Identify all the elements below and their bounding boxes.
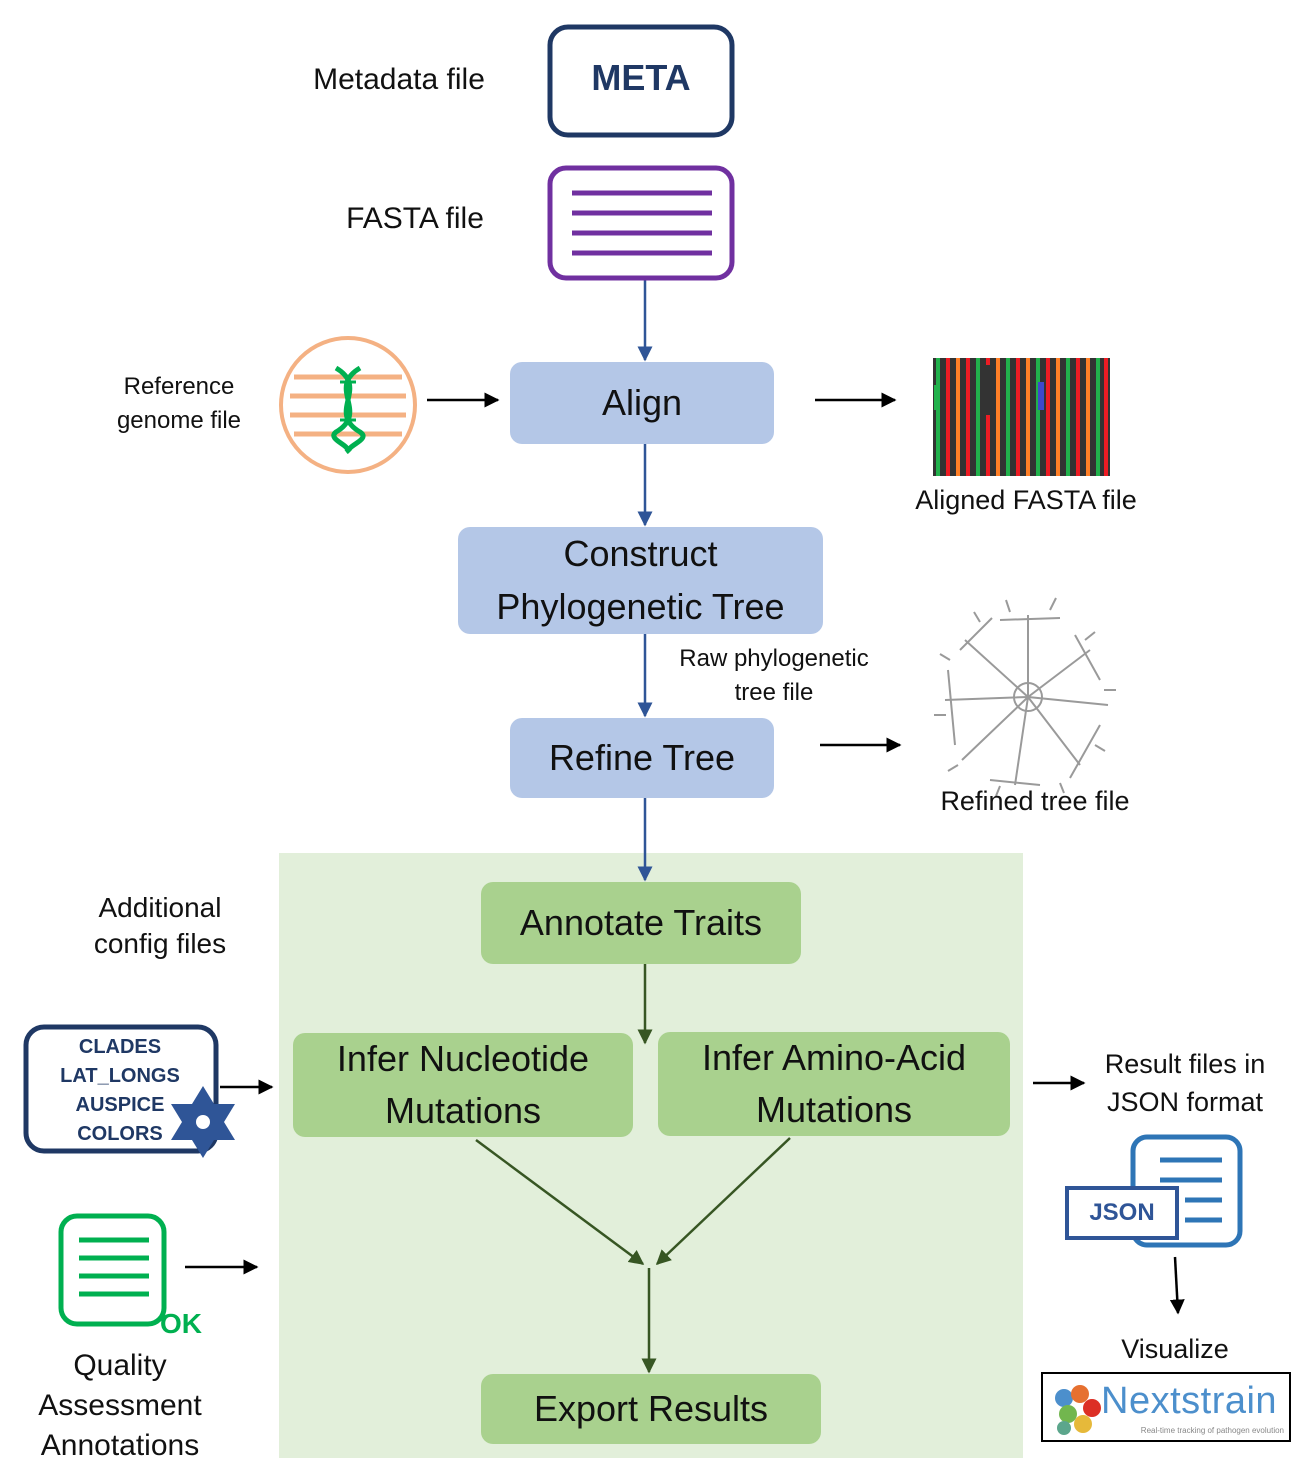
qa-line3: Annotations — [40, 1429, 200, 1462]
meta-file-icon — [547, 24, 735, 138]
additional-config-label: Additional config files — [70, 890, 250, 963]
reference-label-line2: genome file — [116, 406, 242, 434]
config-file-icon — [23, 1024, 235, 1158]
config-item: COLORS — [77, 1123, 163, 1145]
qa-ok-text: OK — [160, 1308, 202, 1339]
export-results-step: Export Results — [481, 1374, 821, 1444]
arrow-json-to-visualize — [1169, 1256, 1185, 1315]
qa-line2: Assessment — [38, 1389, 202, 1422]
additional-line2: config files — [93, 928, 227, 960]
json-file-icon — [1065, 1134, 1243, 1248]
config-item: CLADES — [78, 1036, 162, 1058]
qa-line1: Quality — [73, 1349, 167, 1382]
fasta-file-icon — [547, 165, 735, 281]
reference-label-line1: Reference — [123, 373, 235, 400]
align-step: Align — [510, 362, 774, 444]
qa-annotations-label: Quality Assessment Annotations — [20, 1346, 220, 1466]
reference-genome-label: Reference genome file — [100, 370, 258, 437]
config-item: AUSPICE — [75, 1094, 165, 1116]
amino-line2: Mutations — [755, 1089, 913, 1130]
result-line1: Result files in — [1104, 1049, 1266, 1079]
meta-icon-text: META — [591, 57, 691, 98]
infer-amino-acid-step: Infer Amino-Acid Mutations — [658, 1032, 1010, 1136]
nextstrain-name: Nextstrain — [1101, 1380, 1278, 1422]
aligned-fasta-label: Aligned FASTA file — [915, 485, 1137, 515]
additional-line1: Additional — [98, 892, 222, 923]
visualize-label: Visualize — [1121, 1334, 1229, 1364]
nucleotide-line1: Infer Nucleotide — [336, 1037, 590, 1079]
config-item: LAT_LONGS — [60, 1065, 180, 1087]
arrow-amino-to-merge — [655, 1137, 791, 1266]
qa-file-icon — [58, 1213, 167, 1327]
dna-icon — [279, 336, 417, 474]
arrow-nucleotide-to-merge — [475, 1138, 645, 1266]
metadata-label: Metadata file — [313, 63, 485, 96]
construct-tree-step: Construct Phylogenetic Tree — [458, 527, 823, 634]
fasta-label: FASTA file — [346, 202, 484, 235]
annotate-traits-step: Annotate Traits — [481, 882, 801, 964]
refined-tree-label: Refined tree file — [940, 786, 1130, 816]
refine-tree-step: Refine Tree — [510, 718, 774, 798]
radial-tree-icon — [934, 597, 1116, 797]
construct-line1: Construct — [563, 533, 718, 575]
amino-line1: Infer Amino-Acid — [701, 1036, 967, 1078]
raw-tree-label: Raw phylogenetic tree file — [660, 642, 888, 709]
nextstrain-logo — [1041, 1372, 1291, 1442]
infer-nucleotide-step: Infer Nucleotide Mutations — [293, 1033, 633, 1137]
raw-tree-line1: Raw phylogenetic — [679, 645, 869, 672]
construct-line2: Phylogenetic Tree — [496, 585, 785, 627]
json-tag-text: JSON — [1089, 1199, 1155, 1226]
raw-tree-line2: tree file — [734, 678, 814, 706]
nucleotide-line2: Mutations — [384, 1090, 542, 1131]
result-line2: JSON format — [1106, 1086, 1264, 1117]
result-files-label: Result files in JSON format — [1080, 1046, 1290, 1122]
alignment-thumbnail — [933, 358, 1110, 476]
nextstrain-tagline: Real-time tracking of pathogen evolution — [1140, 1426, 1284, 1435]
config-items-list: CLADES LAT_LONGS AUSPICE COLORS — [30, 1033, 210, 1149]
